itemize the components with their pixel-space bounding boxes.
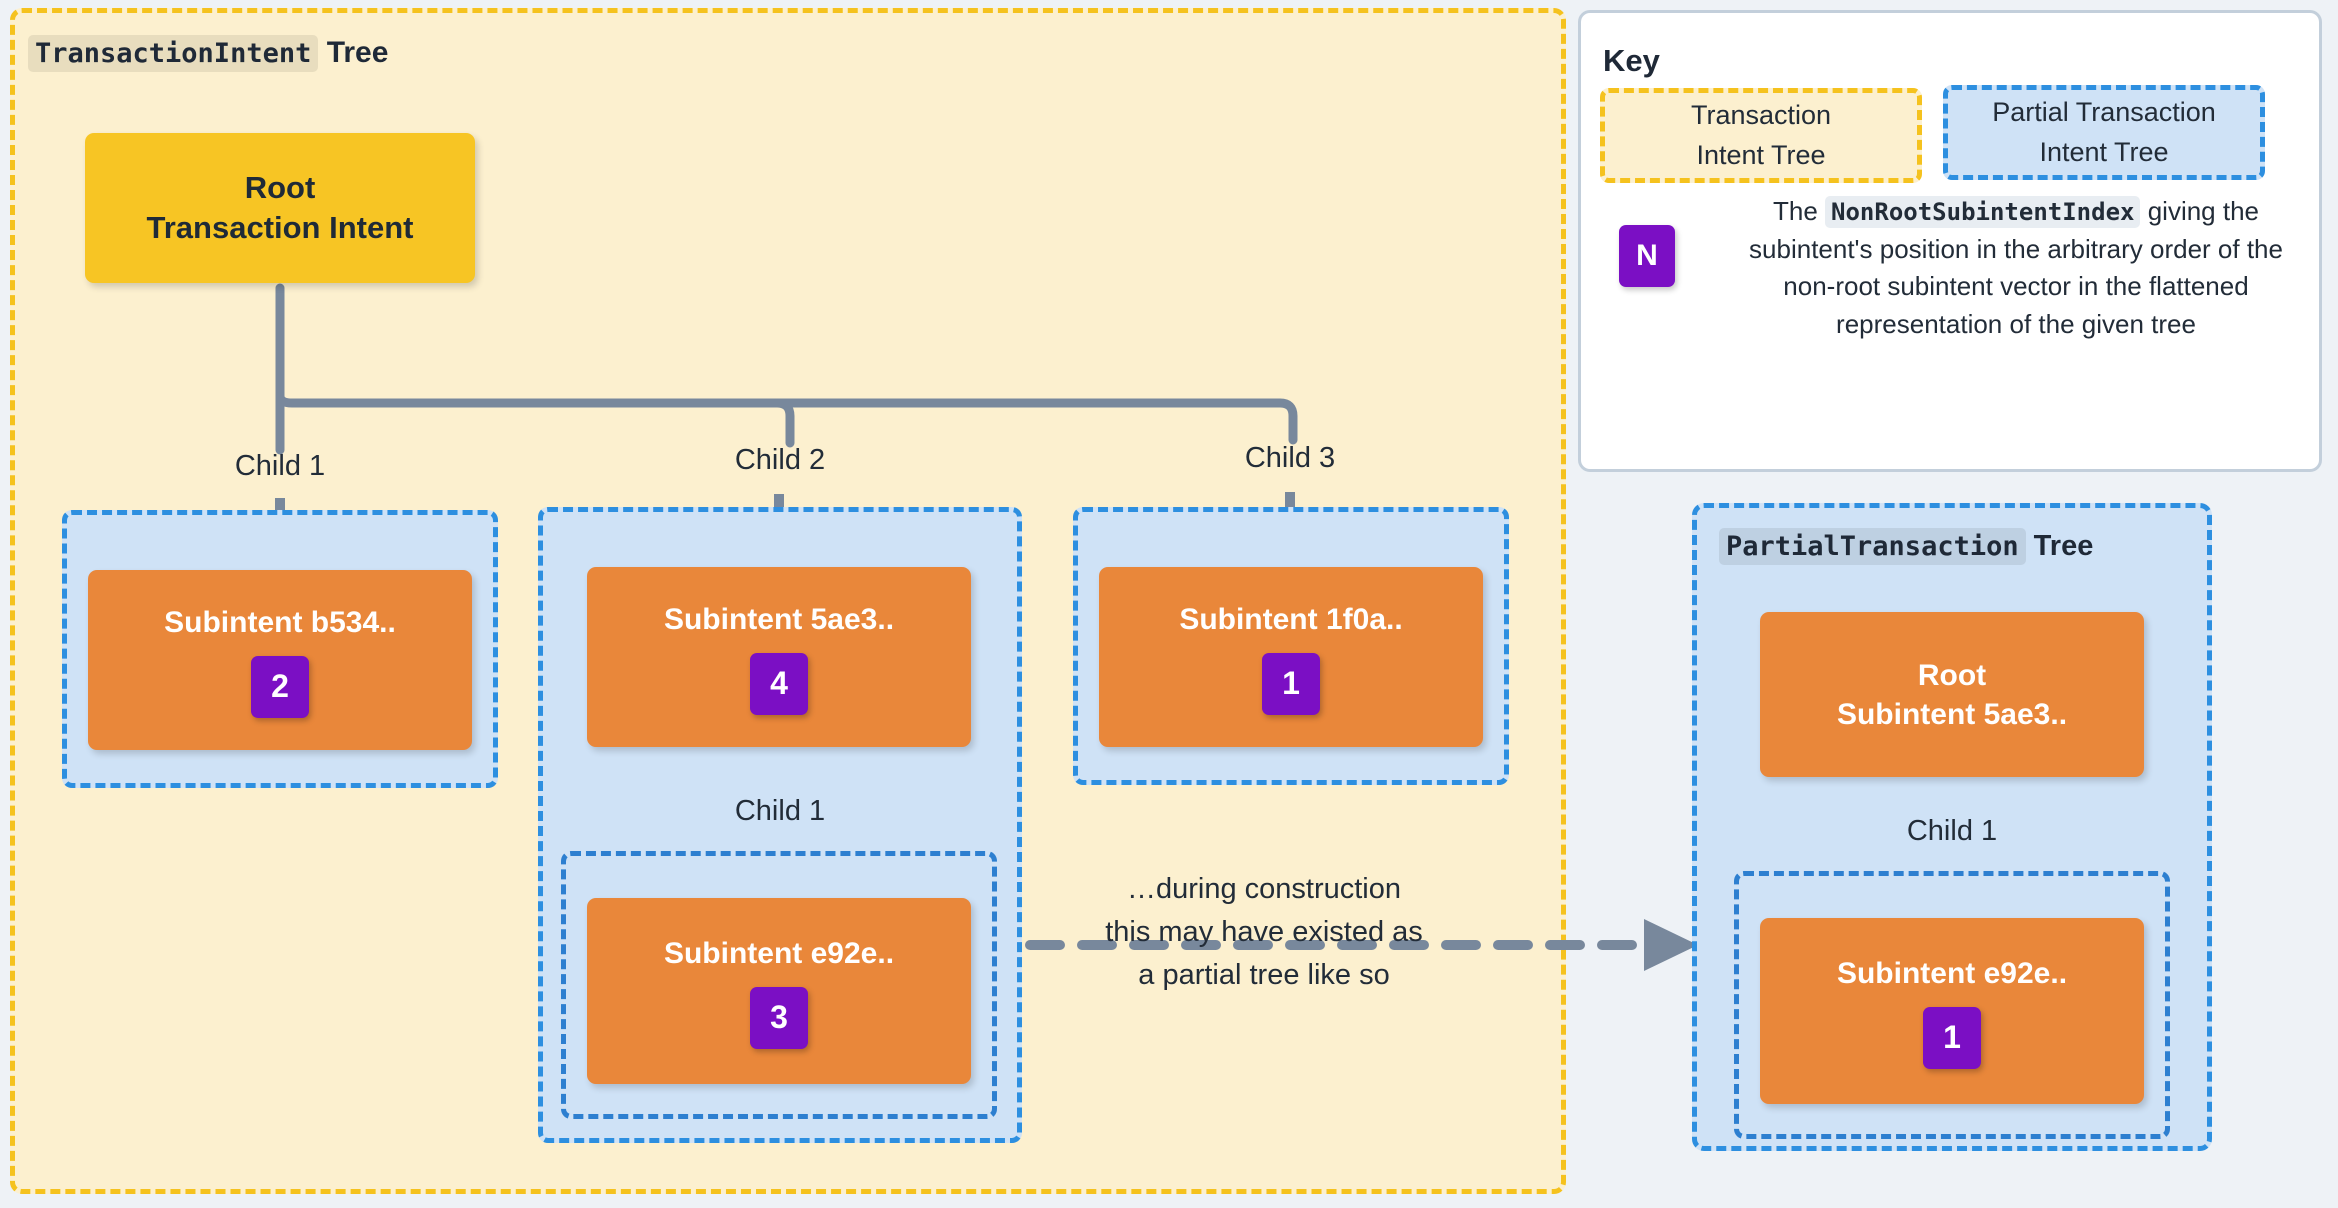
key-note-body: giving the subintent's position in the a… [1749,196,2283,340]
node-subintent-1f0a[interactable]: Subintent 1f0a.. 1 [1099,567,1483,747]
node-subintent-b534[interactable]: Subintent b534.. 2 [88,570,472,750]
partial-transaction-code-chip: PartialTransaction [1719,528,2026,565]
index-badge-1f0a: 1 [1262,652,1320,715]
key-title: Key [1603,43,1660,78]
transaction-intent-title-suffix: Tree [326,36,389,69]
construction-note-line1: …during construction [1126,873,1402,905]
edge-label-child-1: Child 1 [234,450,326,482]
key-swatch-blue-line1: Partial Transaction [1992,97,2216,128]
key-note-code-chip: NonRootSubintentIndex [1825,196,2141,228]
index-badge-e92e: 3 [750,986,808,1049]
subintent-1f0a-label: Subintent 1f0a.. [1179,602,1403,636]
partial-root-line2: Subintent 5ae3.. [1836,697,2068,731]
key-swatch-yellow-line2: Intent Tree [1696,139,1826,170]
construction-note-line3: a partial tree like so [1138,958,1390,991]
key-index-badge-icon: N [1619,225,1675,287]
key-note-prefix: The [1772,196,1818,226]
edge-label-child-2: Child 2 [734,444,826,476]
subintent-5ae3-label: Subintent 5ae3.. [663,602,895,636]
index-badge-partial-e92e: 1 [1923,1006,1981,1069]
partial-subintent-e92e-label: Subintent e92e.. [1836,956,2068,990]
transaction-intent-code-chip: TransactionIntent [28,35,319,72]
edge-label-partial-child-1: Child 1 [1906,815,1998,847]
root-node-line2: Transaction Intent [146,210,414,245]
key-note: The NonRootSubintentIndex giving the sub… [1721,193,2311,344]
node-root-transaction-intent[interactable]: Root Transaction Intent [85,133,475,283]
root-node-line1: Root [244,169,316,205]
partial-transaction-title-suffix: Tree [2033,530,2094,562]
partial-root-line1: Root [1917,658,1987,692]
partial-transaction-tree-title: PartialTransaction Tree [1719,528,2094,565]
node-subintent-5ae3[interactable]: Subintent 5ae3.. 4 [587,567,971,747]
partial-wrap-subintent-e92e [561,851,997,1119]
construction-note-line2: this may have existed as [1105,915,1423,948]
index-badge-b534: 2 [251,655,309,718]
key-swatch-yellow-line1: Transaction [1690,100,1832,131]
node-partial-root-subintent-5ae3[interactable]: Root Subintent 5ae3.. [1760,612,2144,777]
node-subintent-e92e[interactable]: Subintent e92e.. 3 [587,898,971,1084]
index-badge-5ae3: 4 [750,652,808,715]
key-swatch-blue-line2: Intent Tree [2039,136,2169,167]
key-panel: Key Transaction Intent Tree Partial Tran… [1578,10,2322,472]
key-swatch-partial-transaction-intent-tree: Partial Transaction Intent Tree [1943,85,2265,180]
transaction-intent-tree-title: TransactionIntent Tree [28,35,389,72]
key-swatch-transaction-intent-tree: Transaction Intent Tree [1600,88,1922,183]
construction-note: …during construction this may have exist… [1088,868,1440,997]
partial-wrap-partial-subintent-e92e [1734,871,2170,1139]
subintent-e92e-label: Subintent e92e.. [663,936,895,970]
node-partial-subintent-e92e[interactable]: Subintent e92e.. 1 [1760,918,2144,1104]
subintent-b534-label: Subintent b534.. [164,605,396,639]
edge-label-5ae3-child-1: Child 1 [734,795,826,827]
edge-label-child-3: Child 3 [1244,442,1336,474]
